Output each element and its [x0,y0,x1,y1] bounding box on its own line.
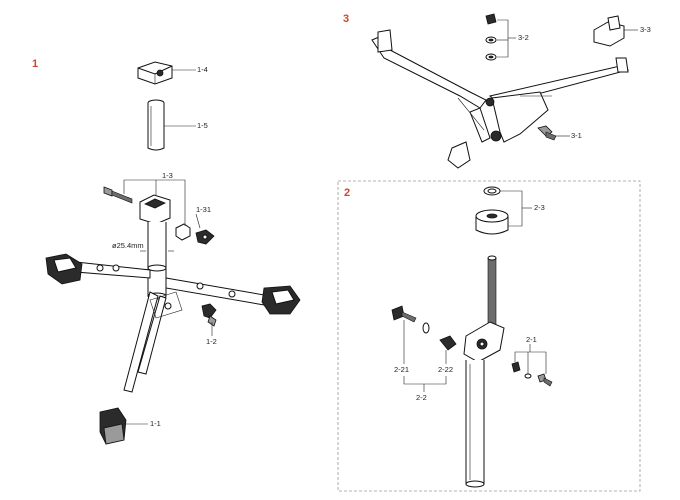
callout-diameter: ø25.4mm [112,241,144,250]
section-2-number: 2 [344,187,350,199]
callout-1-1: 1-1 [150,419,161,428]
part-2-tilt-joint [463,321,505,363]
part-2-3-washer [483,186,501,196]
base-right-leg [165,277,301,315]
base-left-leg [45,253,151,285]
part-1-2-wingscrew [201,303,217,327]
part-3-1-screw [537,125,557,141]
callout-2-3: 2-3 [534,203,545,212]
section-3-number: 3 [343,13,349,25]
section-1-number: 1 [32,58,38,70]
callout-1-31: 1-31 [196,205,211,214]
part-1-3-housing [139,194,171,225]
callout-2-21: 2-21 [394,365,409,374]
base-center-tube [147,222,167,300]
part-2-washer-small [422,322,430,334]
section-2-border [337,180,641,492]
part-2-lower-tube [465,360,485,488]
part-wingnut [195,229,215,245]
callout-1-5: 1-5 [197,121,208,130]
callout-1-2: 1-2 [206,337,217,346]
part-3-3-cap [593,15,625,47]
part-1-1-foot [99,407,127,445]
base-front-leg [123,291,183,393]
callout-3-3: 3-3 [640,25,651,34]
callout-3-2: 3-2 [518,33,529,42]
part-2-threaded-rod [487,255,497,329]
part-1-4-clamp [137,61,173,85]
part-3-basket-frame [371,29,630,169]
callout-2-1: 2-1 [526,335,537,344]
callout-2-22: 2-22 [438,365,453,374]
part-3-2-hardware [485,13,497,61]
part-1-3-bolt [103,186,133,204]
callout-1-3: 1-3 [162,171,173,180]
part-2-3-knob [475,209,509,235]
callout-1-4: 1-4 [197,65,208,74]
callout-2-2: 2-2 [416,393,427,402]
callout-3-1: 3-1 [571,131,582,140]
part-1-31-nut [175,223,191,241]
part-1-5-tube [147,99,165,151]
part-2-22-wingnut [439,335,457,351]
part-2-21-bolt [391,305,417,323]
part-2-1-hardware [511,361,553,387]
